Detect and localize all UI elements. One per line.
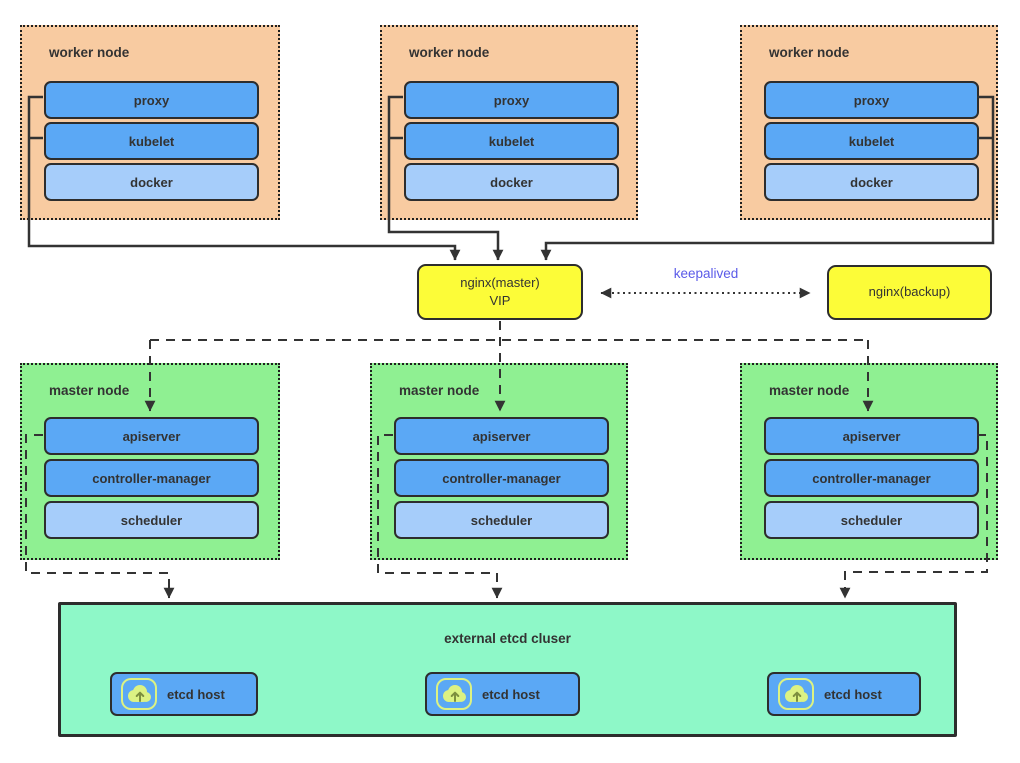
master-node-3-apiserver: apiserver [764, 417, 979, 455]
worker-node-2-docker: docker [404, 163, 619, 201]
cloud-upload-icon [436, 678, 472, 710]
worker-node-1-kubelet: kubelet [44, 122, 259, 160]
external-etcd-cluster-box: external etcd cluser etcd host [58, 602, 957, 737]
keepalived-label: keepalived [673, 266, 739, 281]
master-node-2-apiserver: apiserver [394, 417, 609, 455]
etcd-host-3: etcd host [767, 672, 921, 716]
worker-node-2-proxy: proxy [404, 81, 619, 119]
cloud-upload-icon [121, 678, 157, 710]
worker-node-2-kubelet: kubelet [404, 122, 619, 160]
master-node-2: master node apiserver controller-manager… [370, 363, 628, 560]
nginx-master-vip-box: nginx(master) VIP [417, 264, 583, 320]
master-node-1-apiserver: apiserver [44, 417, 259, 455]
master-node-1: master node apiserver controller-manager… [20, 363, 280, 560]
master-node-3: master node apiserver controller-manager… [740, 363, 998, 560]
master-node-2-controller-manager: controller-manager [394, 459, 609, 497]
worker-node-2: worker node proxy kubelet docker [380, 25, 638, 220]
worker-node-3: worker node proxy kubelet docker [740, 25, 998, 220]
nginx-backup-box: nginx(backup) [827, 265, 992, 320]
cloud-upload-icon [778, 678, 814, 710]
worker-node-3-proxy: proxy [764, 81, 979, 119]
etcd-host-1: etcd host [110, 672, 258, 716]
etcd-host-2-label: etcd host [482, 686, 540, 702]
worker-node-2-title: worker node [409, 45, 490, 60]
master-node-3-controller-manager: controller-manager [764, 459, 979, 497]
worker-node-1-title: worker node [49, 45, 130, 60]
master-node-2-scheduler: scheduler [394, 501, 609, 539]
master-node-3-scheduler: scheduler [764, 501, 979, 539]
worker-node-3-kubelet: kubelet [764, 122, 979, 160]
etcd-host-3-label: etcd host [824, 686, 882, 702]
etcd-cluster-title: external etcd cluser [444, 631, 571, 646]
worker-node-3-docker: docker [764, 163, 979, 201]
etcd-host-2: etcd host [425, 672, 580, 716]
worker-node-1-docker: docker [44, 163, 259, 201]
nginx-backup-label: nginx(backup) [868, 284, 951, 300]
worker-node-1-proxy: proxy [44, 81, 259, 119]
master-node-1-scheduler: scheduler [44, 501, 259, 539]
nginx-master-label: nginx(master) [460, 274, 540, 290]
vip-label: VIP [489, 293, 511, 308]
worker-node-1: worker node proxy kubelet docker [20, 25, 280, 220]
master-node-1-title: master node [49, 383, 130, 398]
master-node-2-title: master node [399, 383, 480, 398]
master-node-1-controller-manager: controller-manager [44, 459, 259, 497]
master-node-3-title: master node [769, 383, 850, 398]
etcd-host-1-label: etcd host [167, 686, 225, 702]
worker-node-3-title: worker node [769, 45, 850, 60]
